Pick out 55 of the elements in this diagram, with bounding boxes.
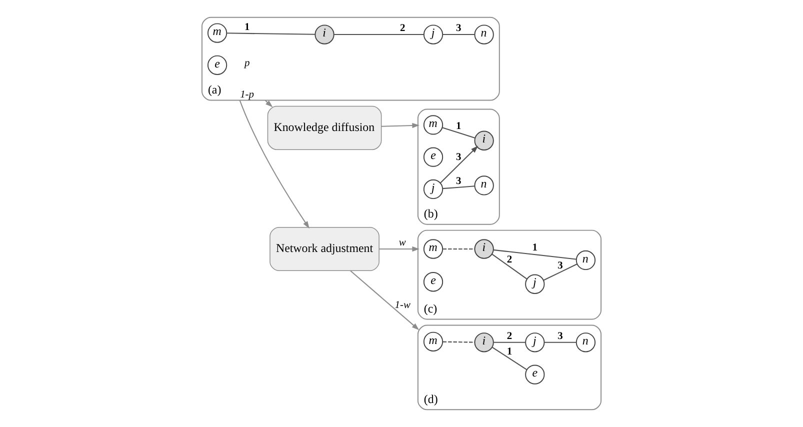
connector [544, 342, 576, 343]
edge-label: 1 [456, 120, 462, 132]
edge-label: 1 [532, 242, 538, 254]
edge-label: p [244, 58, 250, 70]
node-circle: i [474, 239, 494, 259]
node-circle: m [423, 239, 444, 259]
node-circle: e [525, 364, 545, 384]
edge-label: 1-w [394, 300, 410, 312]
connector [442, 248, 475, 250]
connector [442, 341, 475, 343]
node-circle: n [576, 332, 596, 352]
connector [493, 249, 576, 260]
edge-label: 2 [400, 22, 406, 34]
edge-label: 2 [506, 330, 512, 342]
arrow [379, 246, 420, 252]
connector [492, 254, 528, 280]
edge-label: 1 [506, 346, 512, 358]
node-circle: j [525, 274, 545, 294]
node-circle: m [423, 115, 444, 135]
node-circle: i [314, 24, 334, 44]
node-circle: m [207, 23, 228, 43]
node-circle: n [474, 176, 494, 196]
node-circle: j [525, 332, 545, 352]
node-box: Knowledge diffusion [267, 106, 382, 150]
edge-label: 3 [456, 152, 462, 164]
edge-label: 3 [558, 260, 563, 272]
node-circle: j [423, 179, 444, 200]
arrow [350, 270, 420, 330]
edge-label: 3 [456, 22, 462, 34]
edge-label: 3 [456, 176, 462, 188]
connector [442, 127, 476, 139]
arrow [381, 122, 420, 128]
node-circle: n [474, 24, 494, 44]
edge-label: w [398, 237, 406, 248]
connector [543, 264, 578, 281]
node-circle: n [576, 250, 596, 270]
node-box: Network adjustment [270, 226, 380, 272]
connector [442, 34, 475, 36]
node-circle: e [423, 272, 444, 292]
connector [442, 186, 475, 190]
node-circle: i [474, 332, 494, 352]
node-circle: m [423, 332, 444, 352]
connector [492, 346, 527, 370]
edge-label: 2 [506, 254, 512, 266]
edge-label: 1-p [240, 89, 254, 100]
node-circle: e [423, 147, 444, 167]
node-circle: i [474, 130, 494, 150]
node-circle: j [423, 24, 444, 44]
edge-label: 3 [558, 330, 563, 342]
connector [226, 32, 316, 35]
arrow [440, 146, 478, 184]
connector [494, 342, 526, 343]
edge-label: 1 [244, 22, 250, 34]
connector [334, 34, 424, 36]
node-circle: e [207, 55, 228, 75]
